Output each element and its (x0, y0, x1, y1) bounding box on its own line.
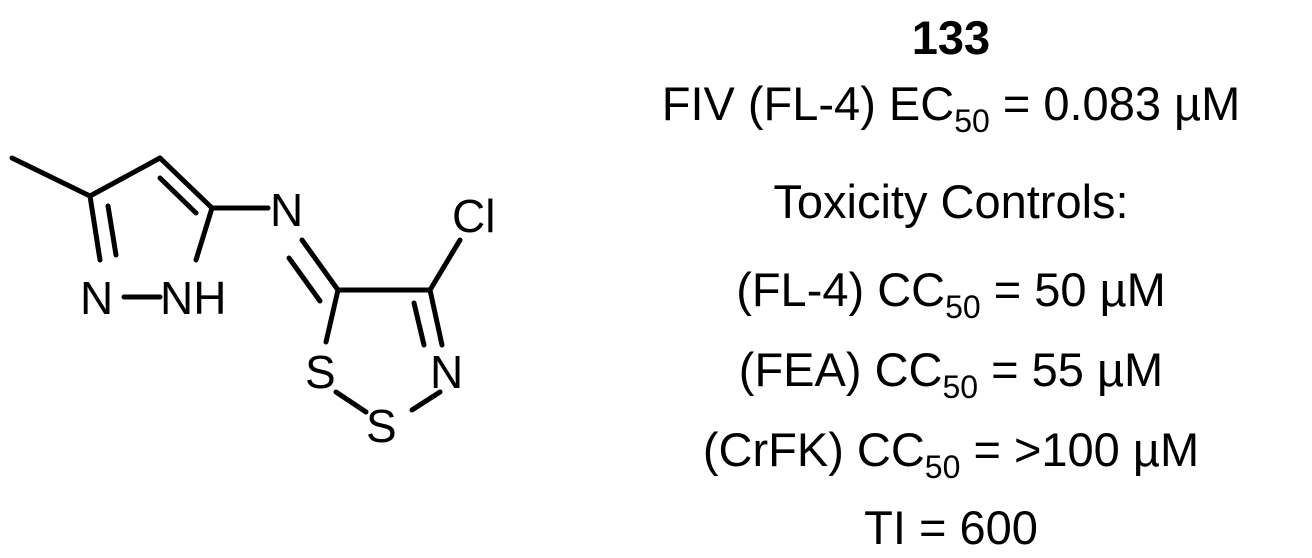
bond-s-s (333, 389, 369, 415)
assay-ec50: FIV (FL-4) EC50 = 0.083 µM (590, 76, 1312, 137)
atom-n-dithiazole: N (430, 346, 463, 398)
control-fl4: (FL-4) CC50 = 50 µM (590, 262, 1312, 323)
control-value: = >100 µM (960, 423, 1200, 476)
bond-c4-c5-double (157, 175, 199, 216)
atom-nh: NH (160, 272, 226, 324)
bond-c-n-double (411, 300, 427, 348)
bond-c5-nh (193, 205, 215, 263)
bond-c-cl (427, 237, 463, 293)
control-subscript: 50 (942, 369, 979, 405)
bond-c-n (427, 287, 445, 348)
control-subscript: 50 (924, 449, 961, 485)
assay-prefix: FIV (FL-4) EC (661, 77, 955, 130)
assay-value: = 0.083 µM (989, 77, 1241, 130)
control-value: = 55 µM (978, 343, 1164, 396)
bond-c3-n (87, 193, 103, 263)
molecule-structure: N NH N Cl S S N (9, 155, 495, 452)
control-value: = 50 µM (980, 263, 1166, 316)
atom-n-ring: N (80, 272, 113, 324)
therapeutic-index: TI = 600 (864, 501, 1038, 554)
bond-n-exo-c (299, 237, 341, 293)
atom-s2: S (366, 400, 397, 452)
toxicity-heading: Toxicity Controls: (773, 175, 1129, 228)
control-prefix: (FL-4) CC (736, 263, 946, 316)
control-subscript: 50 (945, 289, 981, 325)
compound-id: 133 (911, 11, 991, 64)
atom-n-exo: N (270, 184, 303, 236)
bond-c3-c4 (87, 155, 163, 199)
bond-c-s (323, 287, 341, 345)
bond-methyl (9, 155, 93, 199)
bond-c4-c5 (157, 155, 215, 211)
bond-s-n (409, 389, 443, 413)
compound-info: 133 FIV (FL-4) EC50 = 0.083 µM Toxicity … (590, 0, 1312, 558)
control-fea: (FEA) CC50 = 55 µM (590, 342, 1312, 403)
control-prefix: (FEA) CC (738, 343, 943, 396)
bond-n-exo-c-double (286, 255, 323, 304)
assay-subscript: 50 (954, 103, 990, 139)
control-crfk: (CrFK) CC50 = >100 µM (590, 422, 1312, 483)
bond-c3-n-double (105, 203, 119, 258)
control-prefix: (CrFK) CC (702, 423, 925, 476)
atom-s1: S (305, 346, 336, 398)
atom-cl: Cl (452, 190, 495, 242)
